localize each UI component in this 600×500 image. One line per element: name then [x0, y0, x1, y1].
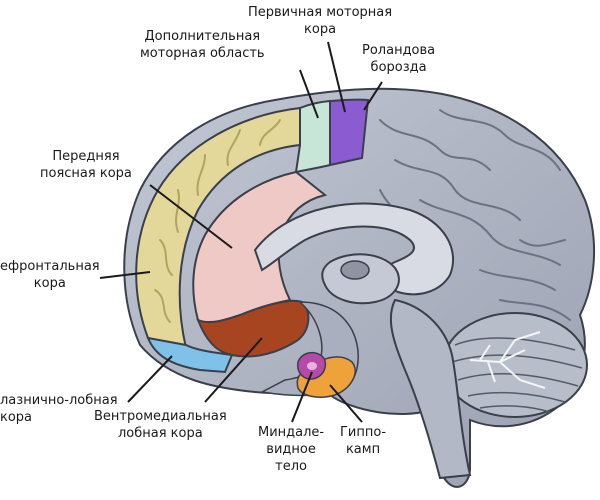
label-anterior-cingulate: Передняя поясная кора: [40, 149, 132, 181]
supplementary-motor-region: [294, 99, 331, 174]
leader-rolandic: [363, 81, 383, 111]
label-amygdala: Миндале- видное тело: [258, 425, 325, 474]
leader-lines: [99, 41, 383, 423]
leader-amygdala: [291, 371, 313, 423]
label-orbitofrontal: лазнично-лобная кора: [0, 393, 118, 425]
leader-prefrontal: [99, 271, 151, 279]
label-rolandic: Роландова борозда: [362, 43, 436, 75]
label-prefrontal: ефронтальная кора: [0, 259, 100, 291]
cerebellum: [442, 312, 588, 418]
primary-motor-region: [329, 98, 370, 167]
ventromedial-region: [196, 299, 310, 358]
label-hippocampus: Гиппо- камп: [340, 425, 387, 457]
label-supplementary-motor: Дополнительная моторная область: [140, 29, 265, 61]
leader-supplementary-motor: [299, 69, 319, 119]
leader-primary-motor: [327, 41, 346, 113]
leader-ventromedial: [204, 337, 263, 403]
prefrontal-gyri: [154, 119, 281, 323]
label-primary-motor: Первичная моторная кора: [248, 5, 393, 37]
leader-anterior-cingulate: [149, 184, 233, 249]
fornix: [340, 260, 370, 280]
brainstem: [389, 298, 472, 480]
leader-hippocampus: [329, 384, 363, 423]
leader-orbitofrontal: [127, 355, 173, 403]
amygdala-highlight: [307, 362, 317, 370]
label-ventromedial: Вентромедиальная лобная кора: [94, 409, 227, 441]
orbitofrontal-region: [146, 336, 234, 374]
